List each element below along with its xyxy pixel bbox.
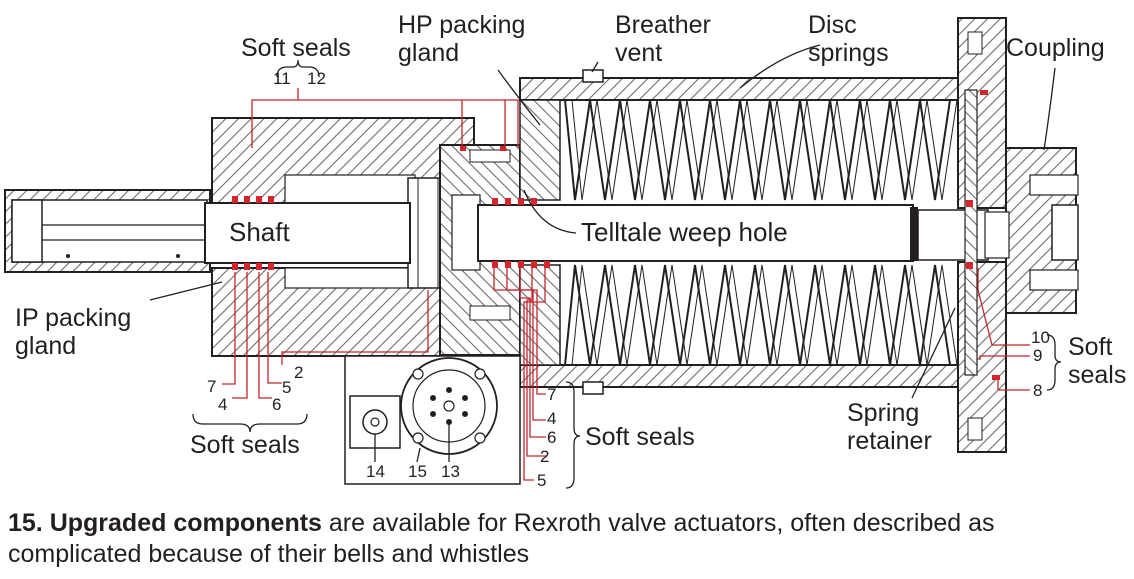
soft-seal-marks: [232, 90, 1000, 380]
ip-packing-gland-label-line1: IP packing: [15, 304, 132, 332]
spring-retainer-label-line1: Spring: [847, 399, 920, 427]
part-number: 5: [537, 471, 547, 490]
part-number: 6: [272, 395, 282, 414]
part-number: 2: [294, 363, 304, 382]
breather-vent-label-line2: vent: [615, 39, 663, 67]
caption-bold: 15. Upgraded components: [8, 509, 322, 537]
disc-springs-label-line2: springs: [808, 39, 889, 67]
ip-packing-gland-label-line2: gland: [15, 332, 77, 360]
coupling-body: [984, 147, 1079, 314]
ip-cylinder: [4, 189, 211, 273]
part-number: 6: [547, 428, 557, 447]
spring-housing: [519, 69, 986, 395]
disc-springs-label-line1: Disc: [808, 11, 857, 39]
soft-seals-top-label: Soft seals: [241, 34, 351, 62]
part-number: 4: [547, 409, 557, 428]
soft-seals-bottom-left-label: Soft seals: [190, 431, 300, 459]
end-flange: [957, 17, 1007, 453]
manifold-block: [344, 355, 521, 485]
hp-packing-gland-label-line1: HP packing: [398, 11, 526, 39]
part-number: 7: [207, 377, 217, 396]
part-number: 12: [307, 69, 326, 88]
part-number: 7: [547, 385, 557, 404]
part-number: 13: [441, 462, 460, 481]
part-number: 15: [408, 462, 427, 481]
label-braces: [192, 59, 1062, 489]
disc-spring-stack: [564, 99, 958, 366]
black-pointer-lines: [149, 44, 1056, 463]
coupling-label: Coupling: [1006, 34, 1105, 62]
spring-retainer-label-line2: retainer: [847, 427, 932, 455]
part-number: 8: [1033, 381, 1043, 400]
actuator-cross-section-diagram: [4, 17, 1079, 489]
figure-caption: 15. Upgraded components are available fo…: [8, 508, 1128, 570]
part-number: 4: [218, 395, 228, 414]
hp-packing-gland-label-line2: gland: [398, 39, 460, 67]
shaft-label: Shaft: [229, 217, 290, 247]
red-leader-lines: [222, 88, 1030, 481]
soft-seals-bottom-mid-label: Soft seals: [585, 423, 695, 451]
part-number: 9: [1033, 346, 1043, 365]
part-number: 14: [366, 462, 385, 481]
caption-text: are available for Rexroth valve actuator…: [8, 509, 995, 568]
soft-seals-right-label-line1: Soft: [1068, 333, 1113, 361]
part-number: 11: [273, 69, 291, 88]
soft-seals-right-label-line2: seals: [1068, 361, 1127, 389]
part-number: 10: [1031, 328, 1050, 347]
bonnet-housing: [211, 117, 521, 357]
part-number: 5: [282, 378, 292, 397]
part-number: 2: [540, 447, 550, 466]
telltale-weep-hole-label: Telltale weep hole: [581, 217, 788, 247]
breather-vent-label-line1: Breather: [615, 11, 711, 39]
